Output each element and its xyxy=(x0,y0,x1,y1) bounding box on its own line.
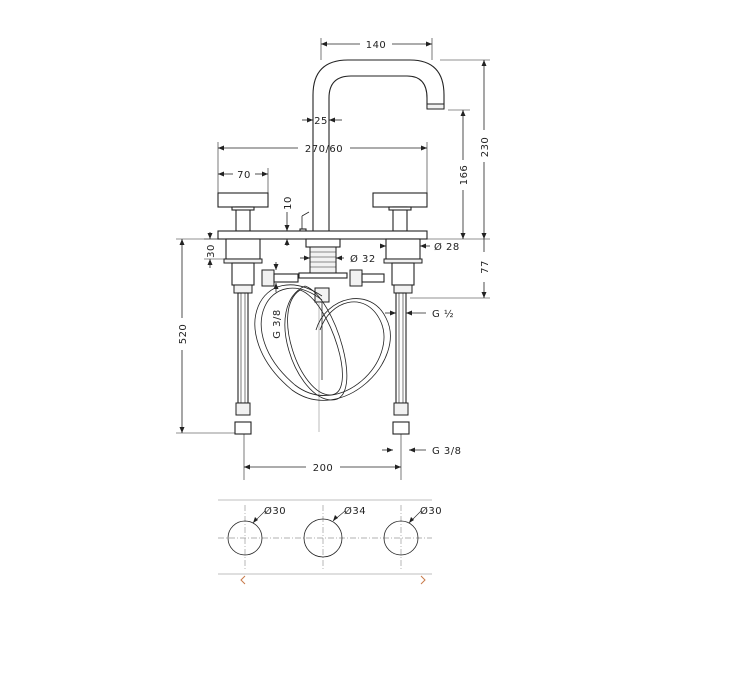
dim-outlet-thread: G 3/8 xyxy=(272,262,283,339)
label-spout-tube: 25 xyxy=(314,116,328,127)
dim-center-spacing: 200 xyxy=(243,434,402,480)
dim-spout-reach: 140 xyxy=(320,38,433,60)
dim-spout-height: 166 xyxy=(448,109,470,239)
label-hole-center: Ø34 xyxy=(344,505,366,517)
label-center-spacing: 200 xyxy=(313,463,334,474)
label-total-height: 230 xyxy=(480,137,491,158)
dim-hose-length: 520 xyxy=(176,238,235,434)
label-below-deck: 77 xyxy=(480,260,491,274)
label-hole-right: Ø30 xyxy=(420,505,442,517)
right-handle xyxy=(372,192,428,232)
chevron-left-icon xyxy=(240,575,246,585)
flexible-hose-loops xyxy=(254,284,391,401)
pop-up-rod xyxy=(299,211,310,233)
label-inlet-thread: G 3/8 xyxy=(432,446,462,457)
left-valve-body xyxy=(223,238,263,294)
label-hole-left: Ø30 xyxy=(264,505,286,517)
center-spout-body xyxy=(298,238,348,432)
label-center-diameter: Ø 32 xyxy=(350,253,376,265)
dim-below-deck: 77 xyxy=(410,239,491,299)
spout xyxy=(312,59,445,239)
label-handle-width: 70 xyxy=(237,170,251,181)
hole-center xyxy=(303,518,343,558)
label-spout-height: 166 xyxy=(459,165,470,186)
right-supply-hose xyxy=(392,292,410,435)
label-flange: 10 xyxy=(283,196,294,210)
deck-plate xyxy=(217,230,428,240)
label-base-diameter: Ø 28 xyxy=(434,241,460,253)
hole-layout: Ø30 Ø34 Ø30 xyxy=(218,499,442,585)
left-handle xyxy=(217,192,269,232)
dim-inlet-thread: G 3/8 xyxy=(382,446,462,457)
hole-left xyxy=(227,520,263,556)
right-valve-body xyxy=(383,238,423,294)
dim-total-height: 230 xyxy=(427,59,491,240)
hole-right xyxy=(383,520,419,556)
label-spout-reach: 140 xyxy=(366,40,387,51)
label-hose-length: 520 xyxy=(178,324,189,345)
dim-spout-tube: 25 xyxy=(302,116,342,127)
label-valve-thread: G ½ xyxy=(432,308,454,320)
label-outlet-thread: G 3/8 xyxy=(272,309,283,339)
dim-valve-thread: G ½ xyxy=(385,308,454,320)
label-base-height: 30 xyxy=(206,244,217,258)
dim-handle-width: 70 xyxy=(218,168,269,193)
dim-center-diameter: Ø 32 xyxy=(300,253,376,265)
dim-flange: 10 xyxy=(283,196,294,246)
chevron-right-icon xyxy=(420,575,426,585)
label-spread: 270/60 xyxy=(305,144,343,155)
dim-base-diameter: Ø 28 xyxy=(380,241,460,253)
left-supply-hose xyxy=(234,292,252,435)
dim-spread: 270/60 xyxy=(217,142,428,193)
left-cross-fittings xyxy=(261,269,385,287)
